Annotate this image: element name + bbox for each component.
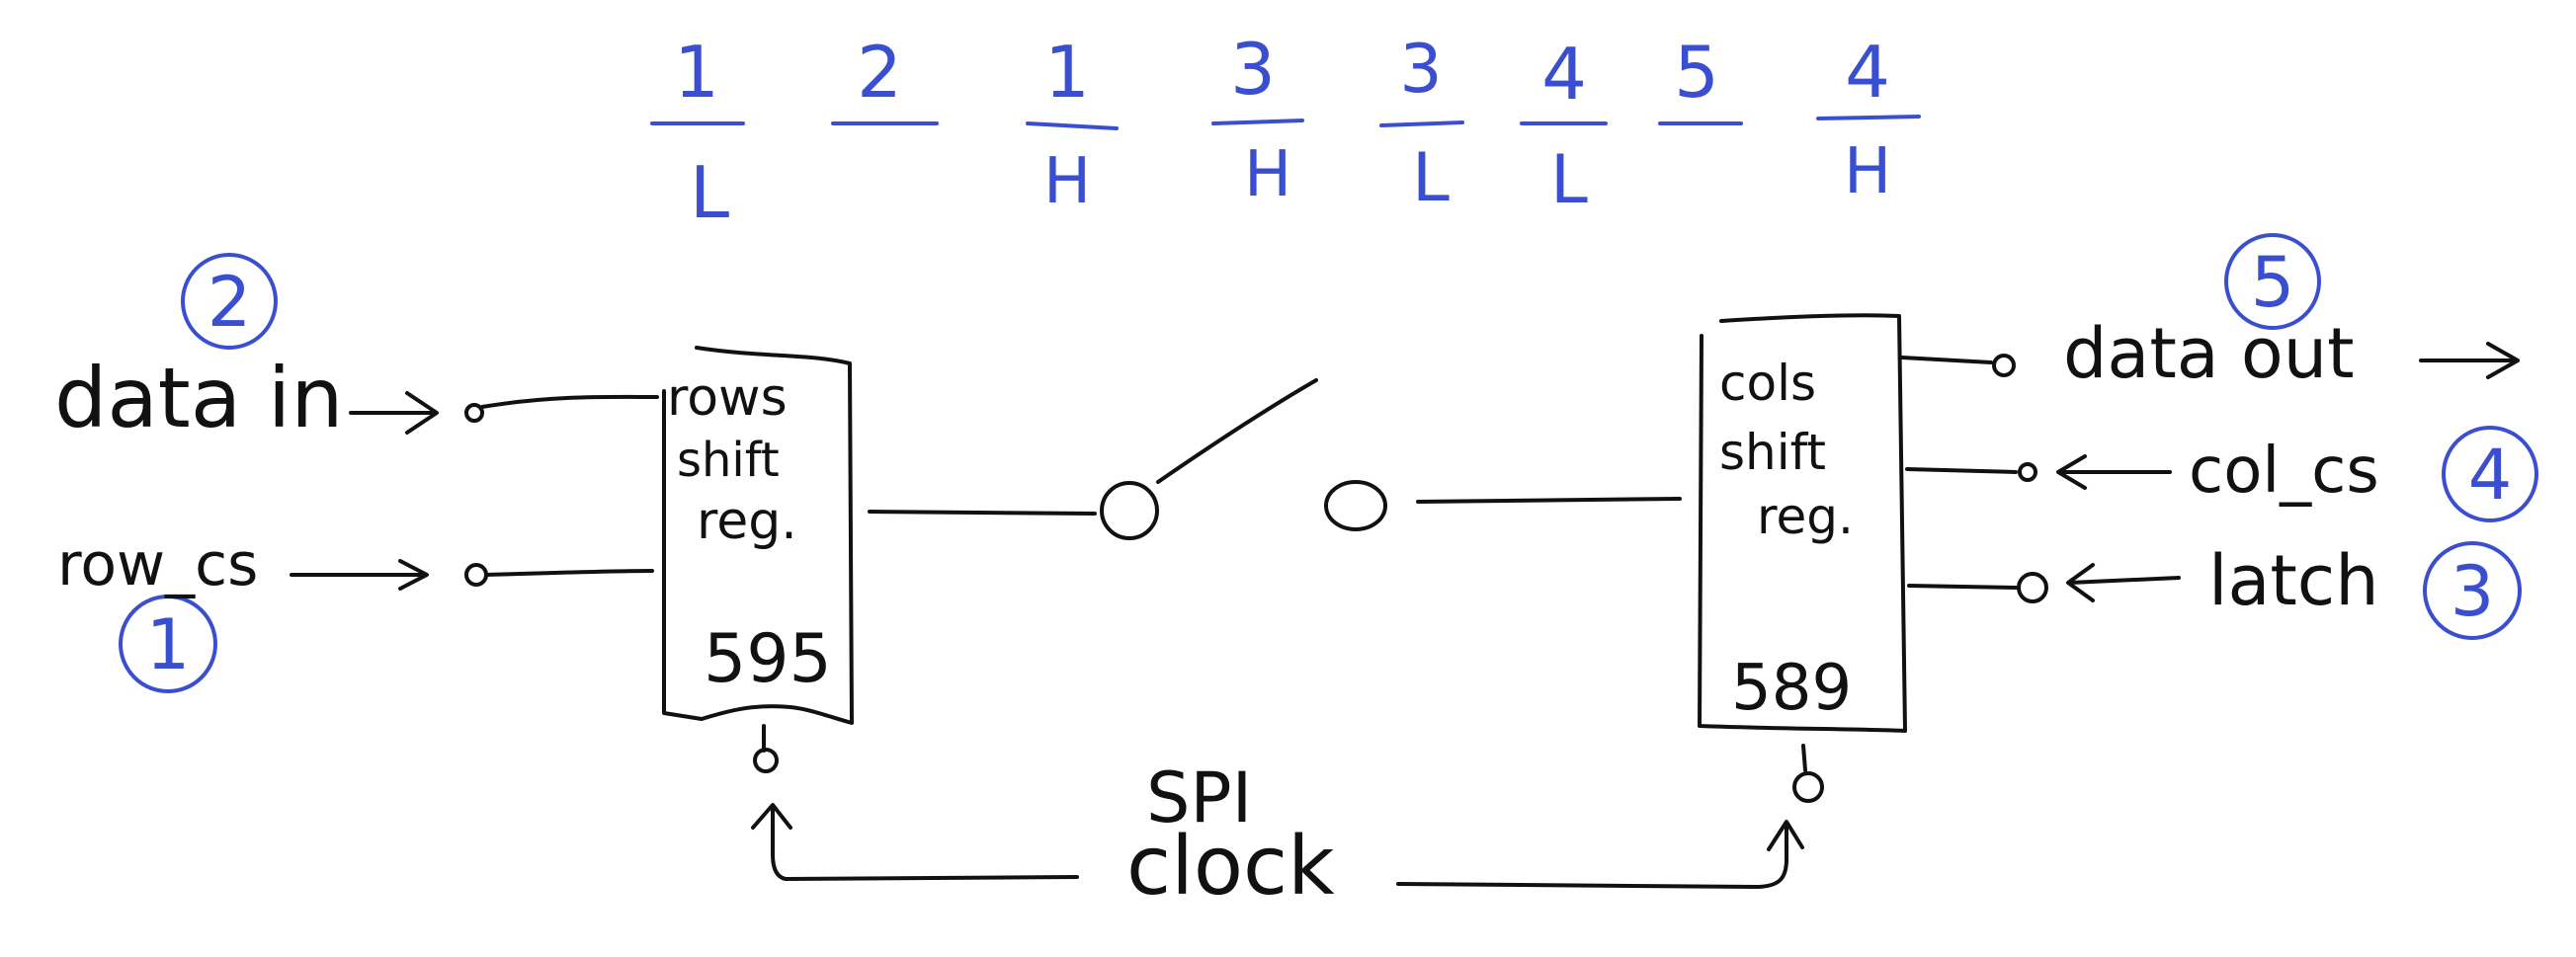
switch-contact-right — [1324, 480, 1387, 531]
register-label-line1: rows — [667, 368, 788, 428]
data-out-arrow — [2419, 342, 2520, 379]
data-in-label: data in — [54, 350, 343, 446]
register-outline — [662, 346, 854, 725]
rows-shift-register: rows shift reg. 595 — [662, 346, 854, 725]
sequence-step-number: 4 — [1541, 33, 1587, 116]
annotation-circle — [2224, 233, 2321, 330]
sequence-row: 1 L 2 1 H 3 H 3 L 4 L 5 — [650, 28, 1921, 234]
sequence-level: H — [1844, 135, 1891, 208]
register-label-line1: cols — [1719, 355, 1816, 412]
latch-terminal — [2017, 572, 2048, 603]
register-part-number: 589 — [1731, 652, 1852, 725]
sequence-step-number: 1 — [674, 31, 719, 114]
sequence-step: 3 L — [1379, 31, 1464, 217]
register-label-line2: shift — [677, 433, 780, 488]
sequence-step: 4 H — [1816, 31, 1921, 208]
row-cs-terminal — [464, 563, 488, 587]
sequence-step: 5 — [1658, 31, 1743, 125]
rows-clock-wire — [751, 803, 1079, 881]
row-cs-arrow — [290, 559, 429, 591]
switch-contact-left — [1100, 481, 1159, 540]
circled-step-5: 5 — [2224, 233, 2321, 330]
data-in-arrow — [349, 391, 439, 435]
latch-label: latch — [2208, 540, 2379, 621]
sequence-step-number: 5 — [1674, 31, 1719, 114]
sequence-step-number: 3 — [1399, 31, 1442, 109]
data-in-terminal — [464, 403, 484, 423]
latch-arrow — [2066, 563, 2181, 602]
cols-shift-register: cols shift reg. 589 — [1698, 313, 1907, 733]
switch — [1100, 378, 1387, 540]
row-cs-label: row_cs — [57, 530, 258, 599]
sequence-level: L — [690, 151, 729, 234]
annotation-number: 5 — [2251, 242, 2295, 323]
sequence-step-number: 2 — [857, 31, 902, 114]
sequence-step-number: 1 — [1044, 31, 1090, 114]
cols-clock-terminal — [1792, 771, 1824, 803]
circled-step-1: 1 — [119, 595, 217, 693]
sequence-level: L — [1550, 141, 1588, 219]
sequence-level: L — [1412, 139, 1450, 217]
annotation-circle — [2423, 541, 2522, 640]
register-part-number: 595 — [704, 620, 832, 698]
spi-clock-label-line1: SPI — [1146, 758, 1252, 838]
sequence-divider — [1026, 121, 1119, 130]
col-cs-label: col_cs — [2189, 435, 2379, 508]
data-out-wire — [1900, 356, 1993, 364]
switch-lever — [1156, 378, 1318, 484]
cols-clock-stub — [1801, 744, 1807, 772]
annotation-number: 1 — [146, 604, 191, 685]
annotation-circle — [2442, 426, 2538, 522]
sequence-step: 1 L — [650, 31, 745, 234]
register-label-line3: reg. — [1757, 488, 1854, 545]
sequence-step: 2 — [831, 31, 939, 125]
data-out-terminal — [1992, 354, 2016, 377]
sequence-step-number: 3 — [1230, 28, 1276, 111]
sequence-divider — [1211, 119, 1304, 125]
col-cs-arrow — [2056, 454, 2172, 490]
cols-input-wire — [1416, 497, 1682, 504]
latch-wire — [1907, 584, 2018, 590]
annotation-circle — [181, 253, 278, 350]
circled-step-3: 3 — [2423, 541, 2522, 640]
annotation-number: 2 — [208, 262, 252, 343]
register-label-line3: reg. — [697, 492, 797, 551]
sequence-step-number: 4 — [1845, 31, 1890, 114]
sequence-level: H — [1043, 145, 1091, 218]
sequence-divider — [1379, 120, 1464, 127]
sequence-step: 1 H — [1026, 31, 1119, 218]
cols-clock-wire — [1396, 820, 1804, 889]
annotation-circle — [119, 595, 217, 693]
register-label-line2: shift — [1719, 424, 1826, 481]
sequence-divider — [1816, 115, 1921, 120]
sequence-step: 3 H — [1211, 28, 1304, 211]
spi-clock-label-line2: clock — [1126, 820, 1335, 914]
sequence-step: 4 L — [1520, 33, 1608, 219]
col-cs-terminal — [2018, 462, 2037, 482]
annotation-number: 4 — [2468, 435, 2513, 516]
row-cs-wire — [484, 569, 654, 577]
data-out-label: data out — [2063, 313, 2355, 394]
col-cs-wire — [1905, 467, 2018, 474]
sequence-level: H — [1244, 138, 1291, 211]
annotation-number: 3 — [2451, 551, 2495, 632]
rows-output-wire — [868, 510, 1097, 516]
circled-step-4: 4 — [2442, 426, 2538, 522]
rows-clock-terminal — [753, 748, 779, 773]
data-in-wire — [480, 394, 659, 409]
circled-step-2: 2 — [181, 253, 278, 350]
register-outline — [1698, 313, 1907, 733]
